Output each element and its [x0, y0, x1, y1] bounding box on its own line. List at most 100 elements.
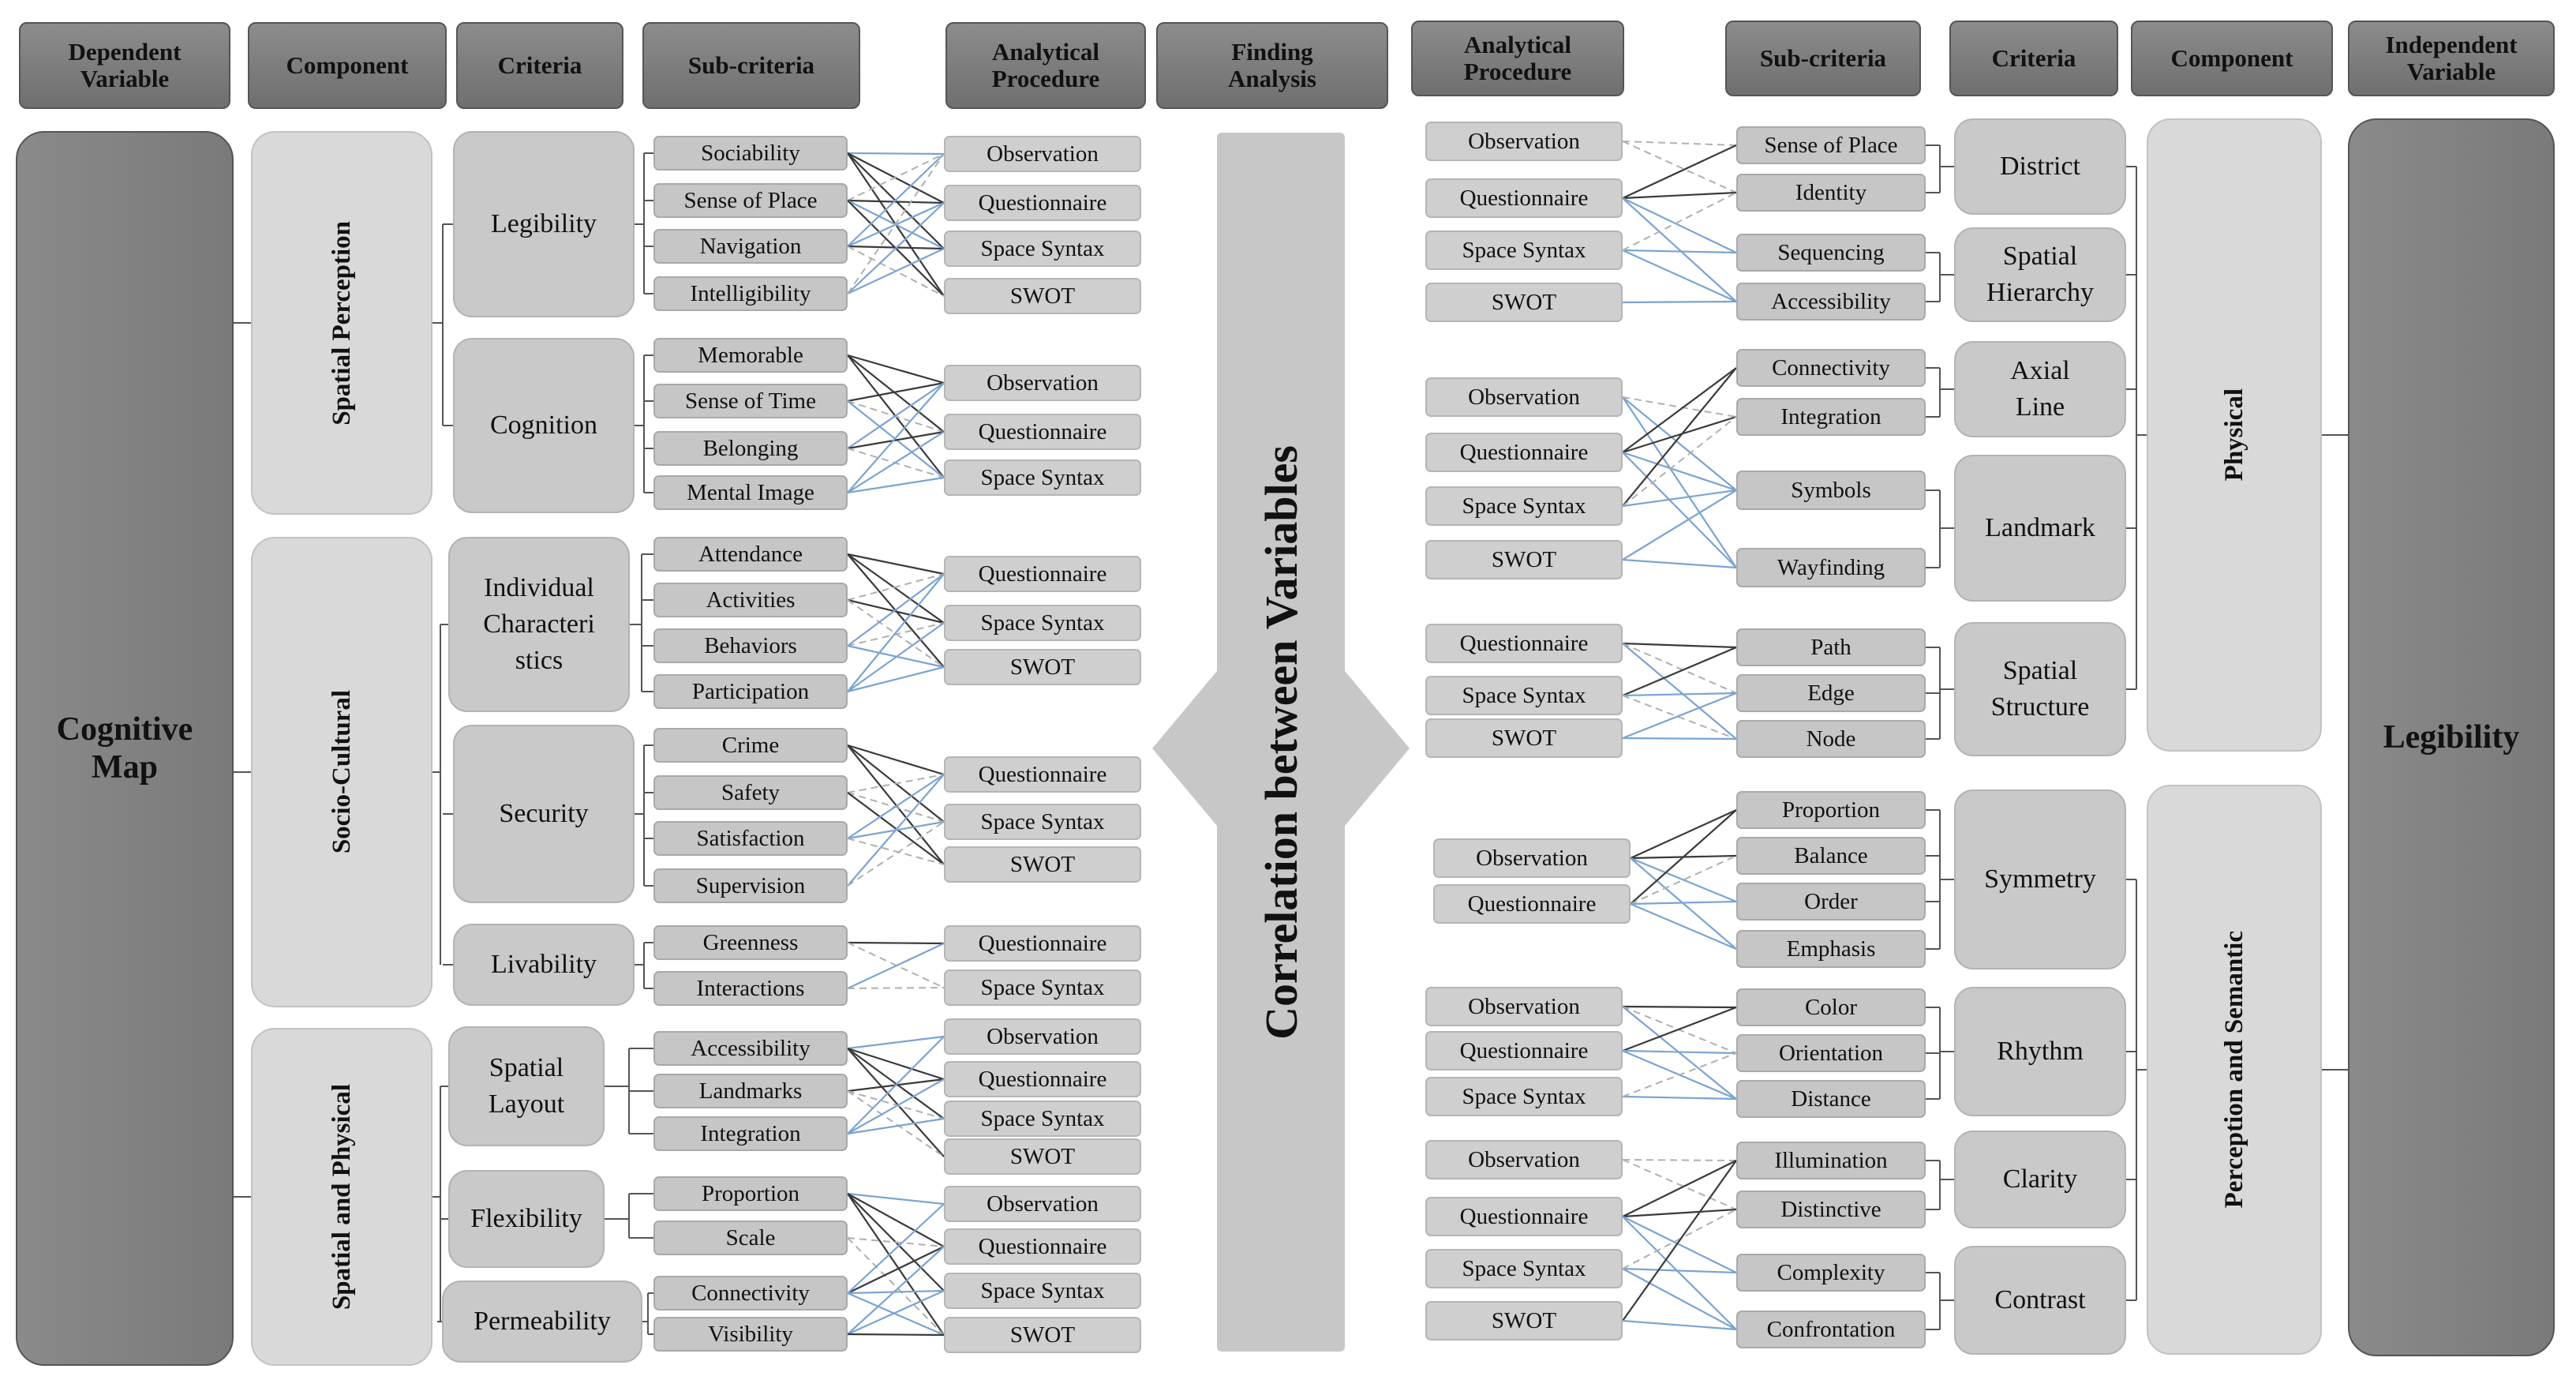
procedure-link — [1622, 191, 1737, 200]
procedure-link — [847, 1292, 945, 1337]
procedure-space-syntax: Space Syntax — [1425, 486, 1623, 526]
procedure-link — [1622, 249, 1737, 303]
procedure-swot: SWOT — [944, 649, 1141, 685]
criteria-landmark: Landmark — [1954, 455, 2126, 602]
correlation-label-label: Correlation between Variables — [1255, 444, 1307, 1040]
component-spatial-and-physical: Spatial and Physical — [251, 1028, 432, 1366]
procedure-questionnaire: Questionnaire — [944, 556, 1141, 592]
procedure-link — [1622, 1216, 1737, 1330]
subcriteria-accessibility: Accessibility — [653, 1031, 848, 1066]
procedure-questionnaire: Questionnaire — [944, 1061, 1141, 1097]
independent-variable-box: Legibility — [2348, 118, 2555, 1356]
procedure-questionnaire: Questionnaire — [944, 414, 1141, 450]
criteria-individual-characteri-stics: Individual Characteri stics — [448, 537, 630, 712]
procedure-link — [847, 599, 945, 668]
subcriteria-scale: Scale — [653, 1221, 848, 1255]
procedure-link — [1622, 1006, 1737, 1052]
procedure-questionnaire: Questionnaire — [944, 185, 1141, 221]
procedure-link — [1622, 141, 1737, 146]
procedure-link — [1630, 808, 1737, 860]
procedure-space-syntax: Space Syntax — [944, 1273, 1141, 1309]
procedure-link — [1622, 489, 1737, 508]
procedure-questionnaire: Questionnaire — [1425, 1031, 1623, 1071]
procedure-link — [1622, 646, 1737, 697]
subcriteria-emphasis: Emphasis — [1736, 930, 1926, 968]
subcriteria-illumination: Illumination — [1736, 1142, 1926, 1179]
procedure-link — [1622, 1268, 1737, 1330]
subcriteria-distance: Distance — [1736, 1080, 1926, 1118]
procedure-link — [1622, 1160, 1737, 1217]
dependent-variable-box: Cognitive Map — [16, 131, 234, 1366]
procedure-link — [1622, 416, 1737, 507]
subcriteria-navigation: Navigation — [653, 229, 848, 264]
procedure-link — [1622, 1052, 1737, 1097]
component-spatial-and-physical-label: Spatial and Physical — [327, 1083, 356, 1311]
subcriteria-safety: Safety — [653, 775, 848, 810]
procedure-link — [847, 354, 945, 384]
subcriteria-accessibility: Accessibility — [1736, 283, 1926, 321]
procedure-space-syntax: Space Syntax — [1425, 1077, 1623, 1116]
procedure-link — [1622, 192, 1737, 251]
procedure-link — [1622, 1049, 1737, 1055]
header-dependent-variable: Dependent Variable — [19, 22, 230, 109]
procedure-link — [847, 153, 945, 201]
subcriteria-node: Node — [1736, 720, 1926, 758]
procedure-swot: SWOT — [944, 846, 1141, 883]
procedure-swot: SWOT — [1425, 1301, 1623, 1341]
procedure-link — [847, 774, 945, 887]
component-perception-and-semantic: Perception and Semantic — [2147, 785, 2322, 1355]
procedure-link — [1622, 1208, 1737, 1218]
subcriteria-attendance: Attendance — [653, 537, 848, 572]
procedure-link — [847, 1333, 945, 1337]
procedure-questionnaire: Questionnaire — [944, 1228, 1141, 1265]
procedure-link — [1630, 900, 1737, 906]
procedure-space-syntax: Space Syntax — [944, 1101, 1141, 1137]
procedure-link — [847, 792, 945, 865]
subcriteria-edge: Edge — [1736, 674, 1926, 712]
procedure-link — [1622, 396, 1737, 491]
procedure-questionnaire: Questionnaire — [1425, 624, 1623, 663]
header-right-independent-variable: Independent Variable — [2348, 21, 2555, 96]
procedure-questionnaire: Questionnaire — [944, 756, 1141, 793]
procedure-link — [1622, 1267, 1737, 1274]
procedure-swot: SWOT — [944, 278, 1141, 314]
procedure-observation: Observation — [1433, 838, 1631, 878]
component-perception-and-semantic-label: Perception and Semantic — [2219, 931, 2248, 1209]
criteria-district: District — [1954, 118, 2126, 215]
subcriteria-activities: Activities — [653, 583, 848, 617]
procedure-link — [847, 1192, 945, 1206]
subcriteria-integration: Integration — [653, 1116, 848, 1151]
criteria-axial-line: Axial Line — [1954, 341, 2126, 437]
subcriteria-supervision: Supervision — [653, 868, 848, 903]
procedure-link — [847, 431, 945, 493]
procedure-observation: Observation — [944, 136, 1141, 172]
procedure-link — [847, 1035, 945, 1050]
procedure-link — [847, 1090, 945, 1157]
subcriteria-color: Color — [1736, 988, 1926, 1026]
procedure-link — [847, 381, 945, 403]
header-right-component: Component — [2131, 21, 2333, 96]
procedure-link — [1622, 737, 1737, 741]
component-socio-cultural-label: Socio-Cultural — [327, 690, 356, 854]
subcriteria-sense-of-place: Sense of Place — [653, 183, 848, 218]
procedure-observation: Observation — [1425, 1140, 1623, 1179]
procedure-link — [1622, 197, 1737, 302]
procedure-link — [847, 1036, 945, 1134]
procedure-observation: Observation — [944, 365, 1141, 401]
correlation-label: Correlation between Variables — [1217, 133, 1345, 1352]
procedure-swot: SWOT — [1425, 718, 1623, 758]
subcriteria-proportion: Proportion — [1736, 791, 1926, 829]
subcriteria-memorable: Memorable — [653, 338, 848, 373]
subcriteria-belonging: Belonging — [653, 431, 848, 466]
procedure-link — [847, 821, 945, 887]
header-criteria: Criteria — [456, 22, 623, 109]
procedure-link — [847, 774, 945, 839]
procedure-observation: Observation — [944, 1018, 1141, 1055]
procedure-questionnaire: Questionnaire — [1425, 178, 1623, 218]
procedure-link — [847, 1246, 945, 1294]
procedure-link — [1630, 902, 1737, 951]
procedure-link — [1622, 642, 1737, 649]
criteria-spatial-layout: Spatial Layout — [448, 1026, 605, 1146]
procedure-link — [1622, 141, 1737, 193]
procedure-link — [847, 153, 945, 247]
